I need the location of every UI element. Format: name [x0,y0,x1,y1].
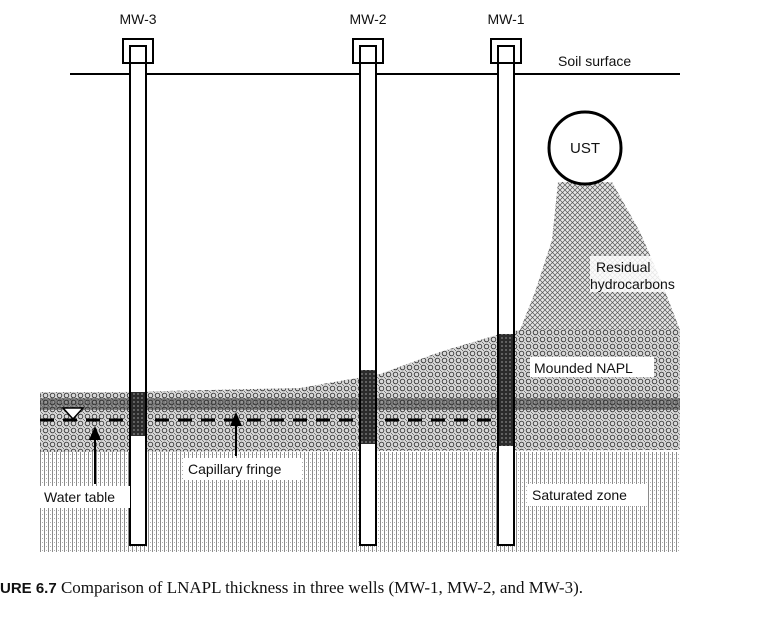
mw-2-napl-layer [361,370,375,444]
well-mw-1 [490,38,522,546]
saturated-zone-label: Saturated zone [532,487,627,503]
mounded-napl-label: Mounded NAPL [534,360,633,376]
water-table-label: Water table [44,489,115,505]
ust-tank [547,110,623,186]
capillary-fringe-label: Capillary fringe [188,461,282,477]
lnapl-diagram: MW-3 MW-2 MW-1 Soil surface UST Residual… [40,11,680,552]
water-table-arrow [89,426,101,484]
well-label-mw-1: MW-1 [487,11,524,27]
figure-caption: URE 6.7 Comparison of LNAPL thickness in… [0,578,759,598]
well-mw-2 [352,38,384,546]
caption-text: Comparison of LNAPL thickness in three w… [60,578,583,597]
well-label-mw-3: MW-3 [119,11,156,27]
mw-3-napl-layer [131,392,145,436]
residual-label-line1: Residual [596,259,650,275]
capillary-fringe-arrow [230,412,242,456]
well-mw-3 [122,38,154,546]
water-table-symbol [61,407,85,421]
mw-1-napl-layer [499,334,513,446]
ust-label: UST [570,140,600,157]
soil-surface-label: Soil surface [558,53,631,69]
residual-label-line2: hydrocarbons [590,276,675,292]
well-label-mw-2: MW-2 [349,11,386,27]
figure-number: URE 6.7 [0,580,57,597]
